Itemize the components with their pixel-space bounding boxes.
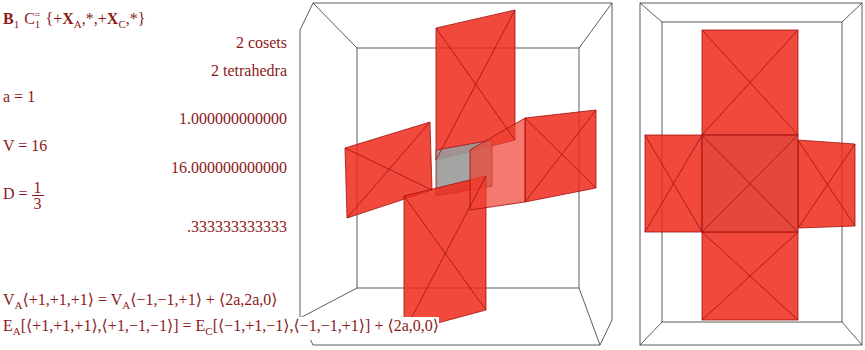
- tetra-face: [645, 135, 702, 232]
- tetra-edge: [702, 30, 798, 135]
- tetra-edge: [798, 144, 855, 228]
- cube-edge: [313, 3, 357, 48]
- tetrahedra: [345, 10, 596, 332]
- tetra-face: [404, 176, 486, 332]
- math-text: X: [107, 10, 119, 27]
- tetra-edge: [436, 28, 515, 140]
- cube-frame: [300, 3, 612, 345]
- math-text: 2 cosets: [236, 34, 287, 51]
- text-line: B1C1={+XA,*,+XC,*}: [3, 5, 145, 33]
- math-text: {+: [46, 10, 63, 27]
- math-text: ⟨+1,+1,+1⟩ = V: [23, 291, 123, 308]
- math-text: E: [3, 317, 13, 334]
- tetra-edge: [525, 118, 596, 188]
- center-square: [702, 135, 798, 232]
- tetra-face: [702, 30, 798, 135]
- text-line: VA⟨+1,+1,+1⟩ = VA⟨−1,−1,+1⟩ + ⟨2a,2a,0⟩: [3, 291, 278, 314]
- math-text: V = 16: [3, 137, 47, 154]
- cube-outline: [300, 3, 612, 345]
- tetra-edge: [645, 135, 702, 232]
- tetra-edge: [404, 196, 486, 310]
- math-text: 1.000000000000: [179, 110, 287, 127]
- tetra-face: [470, 118, 525, 210]
- math-text: B: [3, 10, 14, 27]
- math-text: .333333333333: [187, 218, 287, 235]
- tetra-edge: [645, 135, 702, 232]
- denominator: 3: [32, 196, 44, 211]
- text-line: V = 16: [3, 137, 47, 155]
- math-text: [⟨−1,+1,−1⟩,⟨−1,−1,+1⟩] + ⟨2a,0,0⟩: [213, 317, 439, 334]
- math-text: ,*,+: [82, 10, 107, 27]
- math-text: ⟨−1,−1,+1⟩ + ⟨2a,2a,0⟩: [130, 291, 277, 308]
- tetra-face: [702, 232, 798, 320]
- text-line: D =13: [3, 180, 44, 211]
- text-line: 1.000000000000: [0, 110, 287, 128]
- tetra-edge: [702, 232, 798, 320]
- fraction: 13: [32, 180, 44, 211]
- cube-outline: [640, 3, 862, 345]
- cube-frame: [640, 3, 862, 345]
- cube-edge: [300, 288, 357, 318]
- tetra-edge: [525, 110, 596, 202]
- cube-edge: [579, 288, 600, 345]
- math-text: A: [13, 325, 21, 337]
- numerator: 1: [32, 180, 44, 196]
- text-line: .333333333333: [0, 218, 287, 236]
- tetra-edge: [347, 122, 430, 218]
- tetra-edge: [436, 10, 515, 160]
- math-text: A: [122, 299, 130, 311]
- math-text: 16.000000000000: [171, 159, 287, 176]
- math-text: X: [62, 10, 74, 27]
- tetra-edge: [404, 176, 486, 332]
- math-text: A: [74, 18, 82, 30]
- math-text: A: [15, 299, 23, 311]
- math-text: C: [205, 325, 212, 337]
- math-text: 1: [14, 18, 20, 30]
- cube-edge: [579, 3, 612, 48]
- math-text: D =: [3, 185, 28, 202]
- text-line: EA[⟨+1,+1,+1⟩,⟨+1,−1,−1⟩] = EC[⟨−1,+1,−1…: [3, 317, 439, 340]
- text-line: 16.000000000000: [0, 159, 287, 177]
- math-text: 2 tetrahedra: [211, 62, 287, 79]
- math-text: [⟨+1,+1,+1⟩,⟨+1,−1,−1⟩] = E: [21, 317, 206, 334]
- math-text: =: [34, 8, 40, 20]
- tetra-face: [525, 110, 596, 202]
- cube-edge: [640, 3, 662, 22]
- cube-edge: [842, 322, 862, 345]
- text-line: 2 tetrahedra: [0, 62, 287, 80]
- tetra-edge: [798, 140, 855, 226]
- tetra-edge: [702, 135, 798, 232]
- tetrahedra: [645, 30, 855, 320]
- tetra-edge: [702, 232, 798, 320]
- math-text: C: [24, 10, 35, 27]
- tetra-face: [798, 140, 855, 228]
- cube-edge: [640, 322, 662, 345]
- math-text: ,*}: [126, 10, 146, 27]
- tetra-edge: [345, 148, 432, 190]
- math-text: a = 1: [3, 88, 35, 105]
- math-text: C: [118, 18, 125, 30]
- text-line: 2 cosets: [0, 34, 287, 52]
- math-text: V: [3, 291, 15, 308]
- cube-edge: [842, 3, 862, 22]
- tetra-edge: [702, 30, 798, 135]
- text-line: a = 1: [3, 88, 35, 106]
- tetra-edge: [702, 135, 798, 232]
